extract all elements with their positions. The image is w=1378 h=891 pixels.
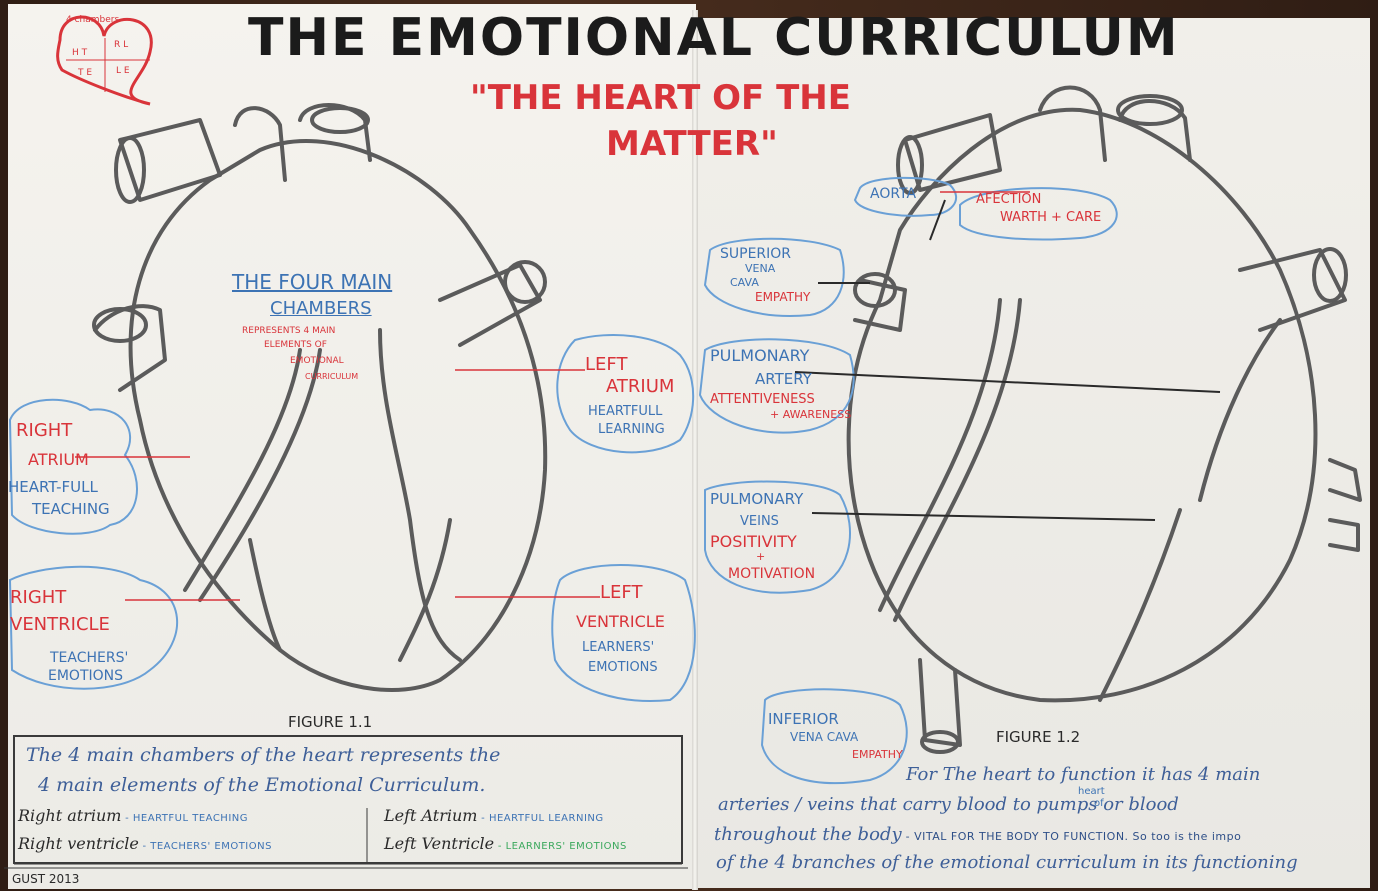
right-notes-line-4: of the 4 branches of the emotional curri… [716,852,1298,873]
corner-heart-label: 4 chambers [66,15,119,25]
chambers-note-4: CURRICULUM [305,372,358,381]
aorta-label: AORTA [870,186,916,202]
right-notes-line-1: For The heart to function it has 4 main [906,764,1260,785]
cloud-outlines [10,178,1117,783]
notes-row-4-left: Right ventricle - TEACHERS' EMOTIONS [18,834,272,853]
pa-label-2: ARTERY [755,370,812,388]
ivc-note: EMPATHY [852,748,903,761]
figure-1-1-label: FIGURE 1.1 [288,713,372,731]
left-atrium-note-value: - HEARTFUL LEARNING [477,813,603,824]
right-ventricle-desc-1: TEACHERS' [50,650,128,666]
right-ventricle-note-label: Right ventricle [18,834,139,853]
pv-plus: + [756,550,765,563]
notes-line-2: 4 main elements of the Emotional Curricu… [38,774,485,796]
right-heart-drawing [849,88,1360,753]
left-ventricle-title-2: VENTRICLE [576,612,665,631]
pa-note-1: ATTENTIVENESS [710,392,815,407]
notes-line-1: The 4 main chambers of the heart represe… [26,744,500,766]
svc-label-2: VENA [745,262,775,275]
chambers-title-1: THE FOUR MAIN [232,270,392,294]
notes-row-3-left: Right atrium - HEARTFUL TEACHING [18,806,248,825]
left-atrium-desc-2: LEARNING [598,422,665,437]
chambers-note-1: REPRESENTS 4 MAIN [242,326,335,336]
pv-note-1: POSITIVITY [710,532,797,551]
chambers-title-2: CHAMBERS [270,298,372,319]
svc-note: EMPATHY [755,290,810,304]
chambers-note-3: EMOTIONAL [290,356,344,366]
right-atrium-note-value: - HEARTFUL TEACHING [121,813,248,824]
chambers-note-2: ELEMENTS OF [264,340,327,350]
left-ventricle-desc-2: EMOTIONS [588,660,658,675]
pv-note-2: MOTIVATION [728,566,815,582]
svc-label-3: CAVA [730,276,759,289]
page-title: THE EMOTIONAL CURRICULUM [248,8,1180,68]
corner-heart-cell-1: H T [72,48,87,58]
left-atrium-note-label: Left Atrium [384,806,477,825]
right-atrium-title: RIGHT [16,420,72,441]
left-ventricle-note-value: - LEARNERS' EMOTIONS [494,841,627,852]
left-atrium-title-2: ATRIUM [606,376,674,397]
svc-label-1: SUPERIOR [720,246,791,262]
right-notes-line-3-hand: throughout the body [714,824,902,845]
left-atrium-title: LEFT [585,354,627,375]
left-atrium-desc-1: HEARTFULL [588,404,662,419]
left-heart-drawing [94,105,545,690]
footer-date: GUST 2013 [12,872,79,886]
pv-label-2: VEINS [740,514,779,529]
right-ventricle-title-2: VENTRICLE [10,614,110,635]
pv-label-1: PULMONARY [710,490,803,508]
notes-row-3-right: Left Atrium - HEARTFUL LEARNING [384,806,604,825]
right-atrium-desc-2: TEACHING [32,500,110,518]
ivc-label-1: INFERIOR [768,710,839,728]
notes-row-4-right: Left Ventricle - LEARNERS' EMOTIONS [384,834,627,853]
right-notes-line-2: arteries / veins that carry blood to pum… [718,794,1179,815]
left-ventricle-title: LEFT [600,582,642,603]
subtitle-line-1: "THE HEART OF THE [470,78,851,118]
aorta-note-2: WARTH + CARE [1000,210,1101,225]
pa-note-2: + AWARENESS [770,408,851,421]
ivc-label-2: VENA CAVA [790,730,858,744]
right-notes-line-3-caps: - VITAL FOR THE BODY TO FUNCTION. So too… [902,830,1242,843]
pa-label-1: PULMONARY [710,346,809,365]
right-atrium-desc-1: HEART-FULL [8,478,98,496]
right-ventricle-title: RIGHT [10,587,66,608]
corner-heart-cell-4: L E [116,66,130,76]
subtitle-line-2: MATTER" [606,124,778,164]
corner-heart-cell-2: R L [114,40,128,50]
left-ventricle-note-label: Left Ventricle [384,834,494,853]
right-notes-line-3: throughout the body - VITAL FOR THE BODY… [714,824,1241,845]
figure-1-2-label: FIGURE 1.2 [996,728,1080,746]
aorta-note-1: AFECTION [976,192,1041,207]
corner-heart-cell-3: T E [78,68,92,78]
right-atrium-note-label: Right atrium [18,806,121,825]
right-ventricle-note-value: - TEACHERS' EMOTIONS [139,841,272,852]
left-ventricle-desc-1: LEARNERS' [582,640,654,655]
right-atrium-title-2: ATRIUM [28,450,89,469]
right-ventricle-desc-2: EMOTIONS [48,668,123,684]
